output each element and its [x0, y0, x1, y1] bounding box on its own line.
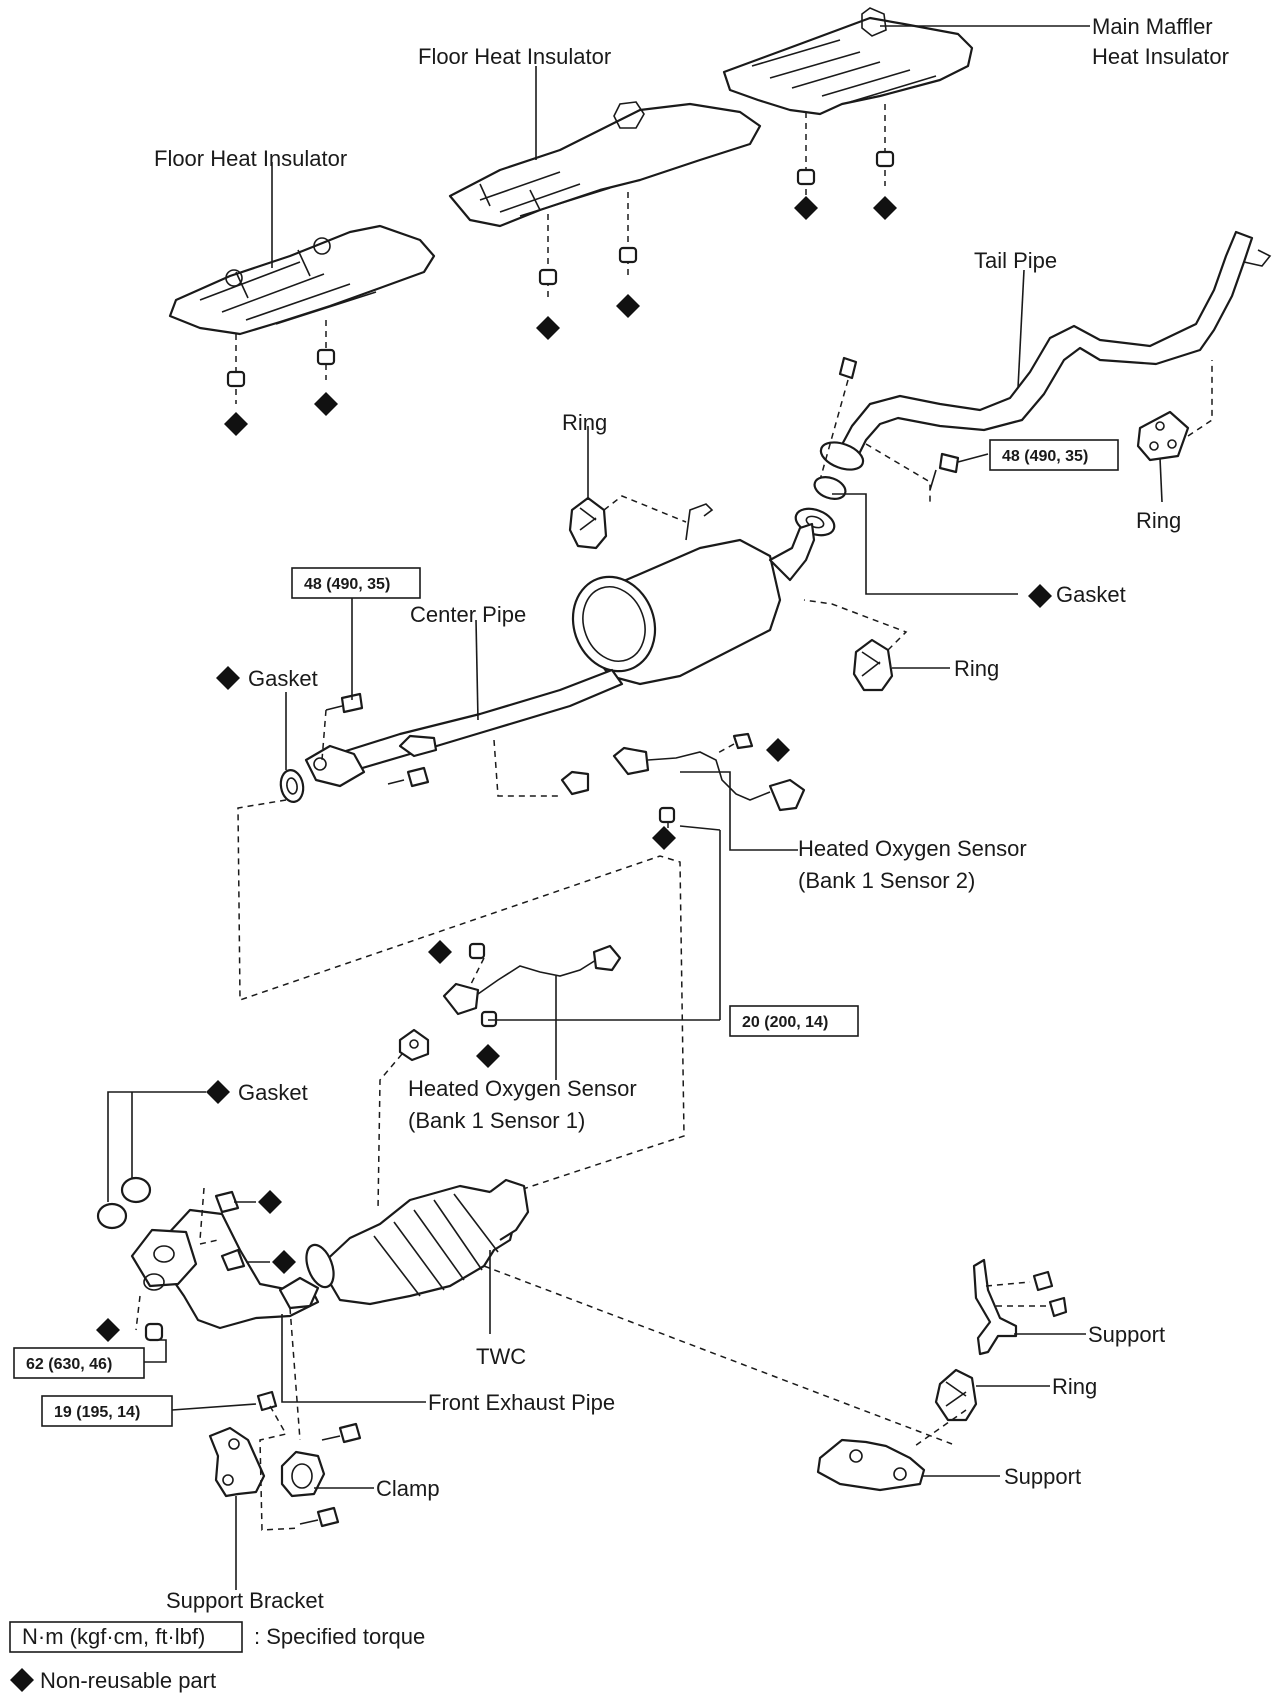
label-clamp: Clamp: [376, 1476, 440, 1501]
oxygen-sensor-2-part: [560, 732, 806, 840]
label-front-exhaust-pipe: Front Exhaust Pipe: [428, 1390, 615, 1415]
label-ring-center: Ring: [954, 656, 999, 681]
label-ho2s-sensor2-2: (Bank 1 Sensor 2): [798, 868, 975, 893]
legend: N·m (kgf·cm, ft·lbf) : Specified torque …: [9, 1621, 425, 1693]
label-ho2s-sensor2-1: Heated Oxygen Sensor: [798, 836, 1027, 861]
label-tail-pipe: Tail Pipe: [974, 248, 1057, 273]
twc-part: [305, 1178, 530, 1306]
torque-specs: 48 (490, 35) 48 (490, 35) 20 (200, 14) 6…: [13, 439, 1119, 1427]
label-main-muffler-insulator-1: Main Maffler: [1092, 14, 1213, 39]
ring-center-part: [803, 599, 908, 692]
label-support-lower: Support: [1004, 1464, 1081, 1489]
label-main-muffler-insulator-2: Heat Insulator: [1092, 44, 1229, 69]
torque-tail-pipe-bolt: 48 (490, 35): [1002, 448, 1088, 465]
tail-pipe: [819, 230, 1272, 471]
label-gasket-center-pipe: Gasket: [248, 666, 318, 691]
non-reusable-markers: [96, 196, 897, 1342]
legend-torque-unit: N·m (kgf·cm, ft·lbf): [22, 1624, 205, 1649]
floor-heat-insulator-left: [168, 224, 436, 336]
torque-center-pipe-bolt: 48 (490, 35): [304, 576, 390, 593]
label-twc: TWC: [476, 1344, 526, 1369]
label-gasket-front: Gasket: [238, 1080, 308, 1105]
legend-torque-desc: : Specified torque: [254, 1624, 425, 1649]
center-pipe: [304, 668, 624, 788]
front-exhaust-pipe-part: [96, 1176, 320, 1342]
legend-nonreusable-desc: Non-reusable part: [40, 1668, 216, 1693]
center-pipe-fasteners: [237, 692, 685, 1231]
label-center-pipe: Center Pipe: [410, 602, 526, 627]
tail-pipe-fasteners: [794, 356, 960, 537]
label-floor-heat-insulator-left: Floor Heat Insulator: [154, 146, 347, 171]
label-support-upper: Support: [1088, 1322, 1165, 1347]
label-ring-lower-right: Ring: [1052, 1374, 1097, 1399]
label-ring-upper-left: Ring: [562, 410, 607, 435]
leader-lines: [107, 25, 1163, 1590]
insulator-nuts: [226, 104, 895, 404]
rear-supports-part: [483, 1258, 1068, 1492]
ring-upper-left-part: [568, 495, 687, 550]
label-floor-heat-insulator-center: Floor Heat Insulator: [418, 44, 611, 69]
label-support-bracket: Support Bracket: [166, 1588, 324, 1613]
torque-front-pipe-nut: 62 (630, 46): [26, 1356, 112, 1373]
label-ring-right: Ring: [1136, 508, 1181, 533]
torque-oxygen-sensor-nut: 20 (200, 14): [742, 1014, 828, 1031]
floor-heat-insulator-center: [448, 101, 762, 228]
part-labels: Main Maffler Heat Insulator Floor Heat I…: [154, 14, 1229, 1613]
label-ho2s-sensor1-2: (Bank 1 Sensor 1): [408, 1108, 585, 1133]
ring-right-part: [1136, 360, 1213, 462]
main-muffler: [571, 503, 816, 686]
oxygen-sensor-1-part: [377, 942, 622, 1211]
main-muffler-heat-insulator: [722, 7, 974, 116]
support-bracket-part: [208, 1307, 362, 1531]
label-gasket-tail: Gasket: [1056, 582, 1126, 607]
label-ho2s-sensor1-1: Heated Oxygen Sensor: [408, 1076, 637, 1101]
torque-support-bracket-bolt: 19 (195, 14): [54, 1404, 140, 1421]
